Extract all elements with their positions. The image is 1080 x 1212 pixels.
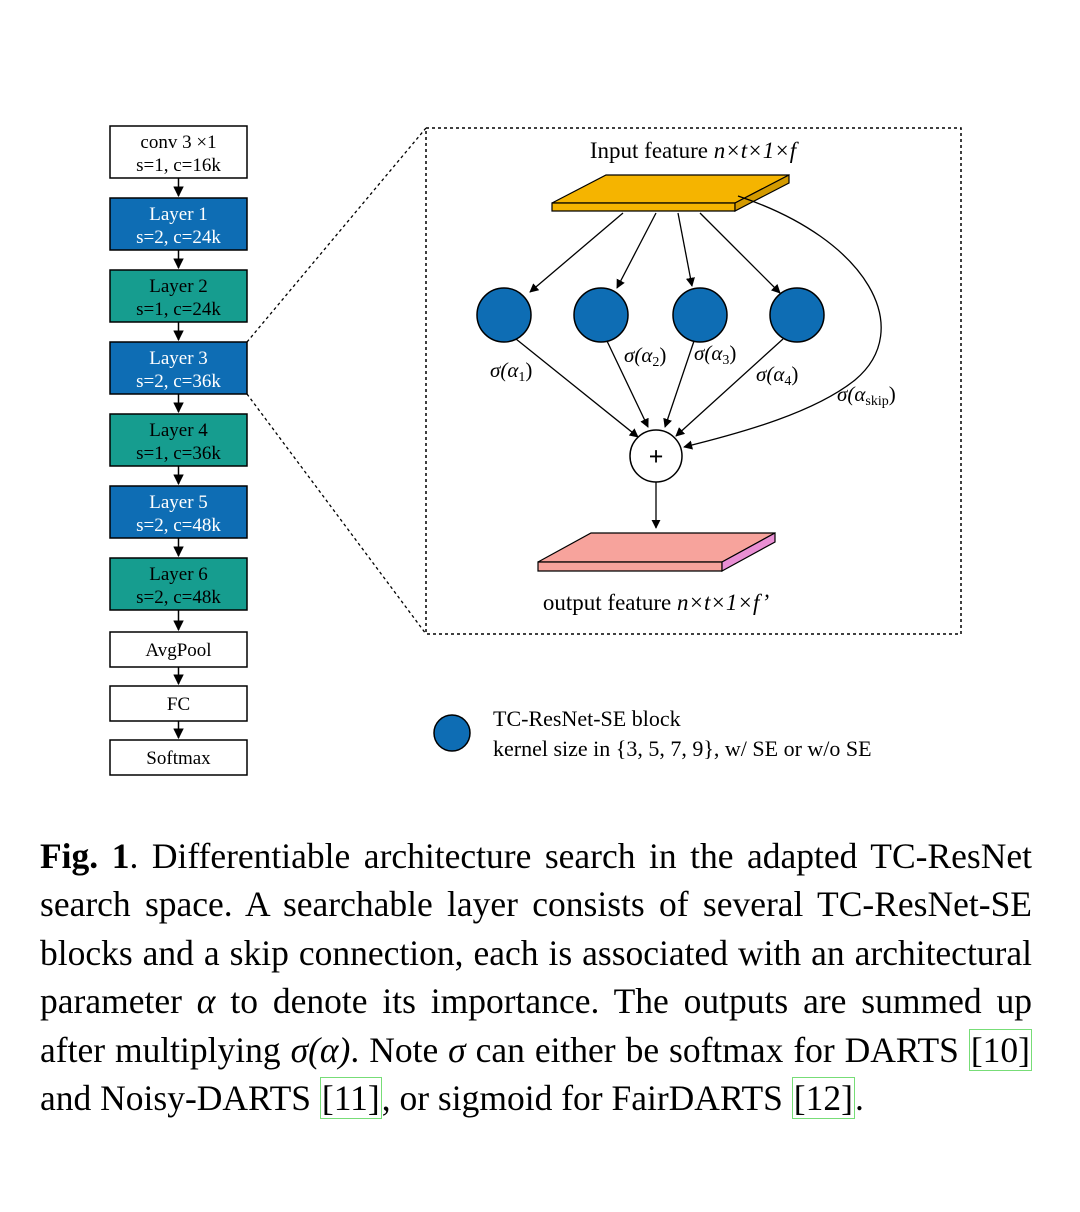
tc-resnet-se-block-3 — [672, 287, 728, 343]
layer-title: Layer 5 — [149, 492, 208, 513]
skip-connection-arrow — [683, 195, 882, 450]
layer-title: Softmax — [146, 748, 211, 769]
input-to-block-arrow — [616, 212, 657, 289]
layer-box-1: Layer 1 s=2, c=24k — [109, 197, 248, 251]
layer-box-6: Layer 6 s=2, c=48k — [109, 557, 248, 611]
layer-params: s=2, c=36k — [136, 371, 221, 392]
caption-text: can either be softmax for DARTS — [465, 1029, 969, 1070]
block-to-sum-arrow — [675, 338, 784, 437]
weight-label-1: σ(α1) — [490, 358, 532, 385]
tc-resnet-se-block-2 — [573, 287, 629, 343]
layer-params: s=1, c=16k — [136, 155, 221, 176]
legend-line-1: TC-ResNet-SE block — [493, 706, 681, 731]
citation-link-10[interactable]: [10] — [968, 1028, 1033, 1071]
input-slab-side — [734, 174, 790, 212]
sum-symbol: + — [649, 442, 664, 471]
block-to-sum-arrow — [663, 340, 695, 428]
layer-box-4: Layer 4 s=1, c=36k — [109, 413, 248, 467]
layer-box-rect — [109, 125, 248, 179]
tc-resnet-se-block-4 — [769, 287, 825, 343]
output-slab-side — [721, 531, 776, 573]
layer-title: Layer 6 — [149, 564, 208, 585]
caption-label: Fig. 1 — [40, 836, 130, 876]
input-feature-label: Input feature n×t×1×f — [590, 138, 800, 163]
caption-text: . Differentiable architecture search in … — [40, 836, 1032, 1022]
layer-box-rect — [109, 557, 248, 611]
layer-params: s=1, c=24k — [136, 299, 221, 320]
layer-title: conv 3 ×1 — [140, 132, 216, 153]
legend-block-icon — [433, 714, 471, 752]
layer-params: s=2, c=48k — [136, 587, 221, 608]
weight-label-4: σ(α4) — [756, 362, 798, 389]
weight-label-3: σ(α3) — [694, 341, 736, 368]
caption-text: . Note — [350, 1029, 449, 1070]
weight-label-2: σ(α2) — [624, 343, 666, 370]
zoom-connector-bottom — [246, 393, 427, 635]
tc-resnet-se-block-1 — [476, 287, 532, 343]
layer-box-8: FC — [109, 685, 248, 722]
layer-title: FC — [167, 694, 190, 715]
caption-text: . — [854, 1078, 864, 1119]
layer-box-7: AvgPool — [109, 631, 248, 668]
block-to-sum-arrow — [515, 338, 639, 438]
layer-title: AvgPool — [145, 640, 211, 661]
input-feature-slab — [551, 174, 790, 212]
weight-label-skip: σ(αskip) — [837, 382, 896, 409]
zoom-connector-top — [246, 127, 427, 343]
caption-text: and Noisy-DARTS — [40, 1078, 320, 1119]
citation-link-12[interactable]: [12] — [791, 1077, 855, 1120]
output-feature-slab — [537, 531, 776, 573]
layer-params: s=2, c=48k — [136, 515, 221, 536]
layer-params: s=2, c=24k — [136, 227, 221, 248]
figure-caption: Fig. 1. Differentiable architecture sear… — [40, 832, 1033, 1122]
layer-box-rect — [109, 197, 248, 251]
input-slab-front — [551, 202, 736, 212]
layer-params: s=1, c=36k — [136, 443, 221, 464]
layer-box-rect — [109, 413, 248, 467]
layer-box-rect — [109, 485, 248, 539]
caption-text: , or sigmoid for FairDARTS — [381, 1078, 792, 1119]
layer-title: Layer 1 — [149, 204, 208, 225]
caption-sigma-alpha: σ(α) — [290, 1029, 351, 1070]
input-to-block-arrow — [699, 212, 781, 294]
layer-box-rect — [109, 631, 248, 668]
citation-link-11[interactable]: [11] — [319, 1077, 382, 1120]
layer-box-0: conv 3 ×1 s=1, c=16k — [109, 125, 248, 179]
layer-box-5: Layer 5 s=2, c=48k — [109, 485, 248, 539]
layer-title: Layer 4 — [149, 420, 208, 441]
layer-box-rect — [109, 269, 248, 323]
caption-sigma: σ — [448, 1029, 466, 1070]
layer-title: Layer 3 — [149, 348, 208, 369]
layer-box-rect — [109, 739, 248, 776]
caption-alpha: α — [196, 981, 216, 1022]
caption-text: to denote its importance. The outputs ar… — [40, 981, 1032, 1070]
layer-title: Layer 2 — [149, 276, 208, 297]
input-to-block-arrow — [677, 212, 695, 287]
input-to-block-arrow — [529, 212, 624, 293]
output-feature-label: output feature n×t×1×f’ — [543, 590, 769, 615]
searchable-layer-panel — [425, 127, 962, 635]
layer-box-2: Layer 2 s=1, c=24k — [109, 269, 248, 323]
architecture-diagram: conv 3 ×1 s=1, c=16k Layer 1 s=2, c=24k … — [109, 125, 962, 776]
legend: TC-ResNet-SE block kernel size in {3, 5,… — [433, 706, 872, 761]
legend-line-2: kernel size in {3, 5, 7, 9}, w/ SE or w/… — [493, 736, 872, 761]
layer-stack: conv 3 ×1 s=1, c=16k Layer 1 s=2, c=24k … — [109, 125, 248, 776]
block-to-sum-arrow — [606, 340, 649, 428]
layer-box-9: Softmax — [109, 739, 248, 776]
output-slab-front — [537, 561, 723, 572]
layer-box-3: Layer 3 s=2, c=36k — [109, 341, 248, 395]
